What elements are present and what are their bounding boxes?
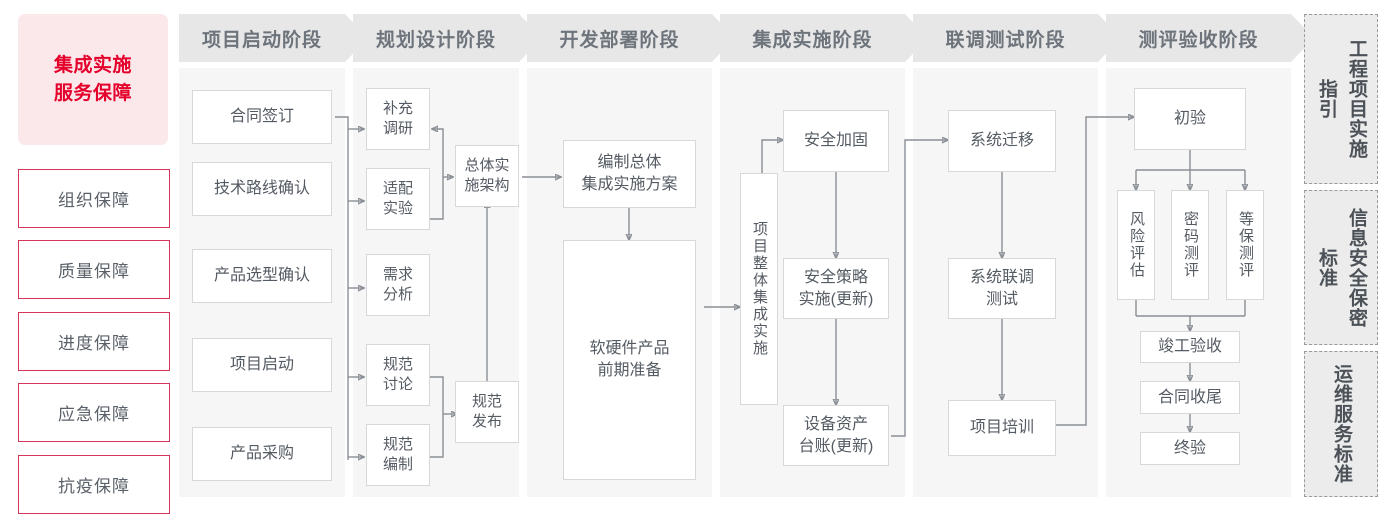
node-risk-assessment[interactable]: 风险评估 [1117, 190, 1155, 300]
node-security-policy-implementation[interactable]: 安全策略 实施(更新) [783, 258, 889, 319]
node-requirements-analysis[interactable]: 需求 分析 [366, 254, 430, 316]
standard-label: 运维服务标准 [1331, 364, 1352, 484]
node-label: 风险评估 [1128, 211, 1145, 279]
node-spec-drafting[interactable]: 规范 编制 [366, 424, 430, 486]
node-overall-implementation-architecture[interactable]: 总体实 施架构 [455, 145, 519, 207]
node-security-hardening[interactable]: 安全加固 [783, 110, 889, 172]
node-label: 产品采购 [229, 445, 294, 462]
guarantee-label: 组织保障 [58, 191, 130, 210]
node-product-procurement[interactable]: 产品采购 [192, 427, 332, 481]
node-label: 初验 [1173, 110, 1206, 127]
phase-header-4[interactable]: 集成实施阶段 [720, 14, 928, 62]
node-label: 项目启动 [229, 356, 294, 373]
node-system-migration[interactable]: 系统迁移 [948, 110, 1056, 172]
guarantee-item-epidemic[interactable]: 抗疫保障 [18, 455, 170, 514]
phase-header-label: 开发部署阶段 [559, 29, 680, 51]
node-hardware-software-preparation[interactable]: 软硬件产品 前期准备 [563, 240, 696, 480]
node-label: 补充 调研 [382, 100, 413, 137]
node-label: 需求 分析 [382, 266, 413, 303]
node-contract-signing[interactable]: 合同签订 [192, 90, 332, 144]
node-product-selection-confirm[interactable]: 产品选型确认 [192, 249, 332, 303]
node-label: 系统联调 测试 [969, 268, 1034, 308]
node-label: 等保测评 [1237, 211, 1254, 279]
main-title-line2: 服务保障 [53, 82, 132, 104]
guarantee-item-organization[interactable]: 组织保障 [18, 169, 170, 228]
node-equipment-asset-ledger[interactable]: 设备资产 台账(更新) [783, 405, 889, 466]
node-label: 安全加固 [803, 132, 868, 149]
node-overall-project-integration[interactable]: 项目整体集成实施 [740, 173, 778, 405]
node-label: 项目培训 [969, 419, 1034, 436]
node-label: 技术路线确认 [213, 180, 310, 197]
node-completion-acceptance[interactable]: 竣工验收 [1140, 331, 1240, 363]
phase-header-3[interactable]: 开发部署阶段 [527, 14, 735, 62]
node-label: 适配 实验 [382, 180, 413, 217]
node-preliminary-acceptance[interactable]: 初验 [1134, 88, 1246, 150]
node-label: 总体实 施架构 [464, 157, 510, 194]
guarantee-item-schedule[interactable]: 进度保障 [18, 312, 170, 371]
node-label: 设备资产 台账(更新) [798, 415, 874, 455]
node-system-joint-debug-test[interactable]: 系统联调 测试 [948, 258, 1056, 319]
node-label: 安全策略 实施(更新) [798, 268, 874, 308]
node-label: 规范 讨论 [382, 356, 413, 393]
node-spec-discussion[interactable]: 规范 讨论 [366, 344, 430, 406]
phase-header-5[interactable]: 联调测试阶段 [913, 14, 1121, 62]
guarantee-column: 集成实施 服务保障 组织保障 质量保障 进度保障 应急保障 抗疫保障 [18, 14, 170, 514]
guarantee-label: 抗疫保障 [58, 477, 130, 496]
node-label: 项目整体集成实施 [751, 221, 768, 357]
phase-header-label: 联调测试阶段 [945, 29, 1066, 51]
node-contract-closeout[interactable]: 合同收尾 [1140, 381, 1240, 414]
guarantee-item-quality[interactable]: 质量保障 [18, 240, 170, 299]
standard-panel-engineering-guide[interactable]: 工程项目实施指引 [1304, 14, 1378, 184]
guarantee-label: 质量保障 [58, 262, 130, 281]
node-adaptation-experiment[interactable]: 适配 实验 [366, 168, 430, 230]
node-label: 规范 编制 [382, 436, 413, 473]
guarantee-label: 进度保障 [58, 334, 130, 353]
guarantee-label: 应急保障 [58, 405, 130, 424]
node-spec-release[interactable]: 规范 发布 [455, 381, 519, 443]
node-label: 终验 [1173, 439, 1206, 457]
chevron-right-icon [1291, 14, 1314, 62]
node-label: 软硬件产品 前期准备 [589, 340, 670, 379]
standard-panel-om-service[interactable]: 运维服务标准 [1304, 351, 1378, 497]
phase-header-6[interactable]: 测评验收阶段 [1106, 14, 1314, 62]
node-label: 系统迁移 [969, 132, 1034, 149]
node-label: 合同签订 [229, 108, 294, 125]
node-label: 密码测评 [1182, 211, 1199, 279]
node-cryptography-evaluation[interactable]: 密码测评 [1171, 190, 1209, 300]
node-tech-route-confirm[interactable]: 技术路线确认 [192, 162, 332, 216]
phase-header-label: 项目启动阶段 [201, 29, 322, 51]
node-supplementary-research[interactable]: 补充 调研 [366, 88, 430, 150]
node-label: 规范 发布 [471, 393, 502, 430]
node-draft-overall-integration-plan[interactable]: 编制总体 集成实施方案 [563, 140, 696, 208]
standard-label: 工程项目实施指引 [1316, 39, 1367, 159]
node-final-acceptance[interactable]: 终验 [1140, 432, 1240, 465]
phase-header-label: 集成实施阶段 [752, 29, 873, 51]
main-title-text: 集成实施 服务保障 [54, 52, 132, 108]
phase-header-2[interactable]: 规划设计阶段 [353, 14, 542, 62]
standard-label: 信息安全保密标准 [1316, 207, 1367, 328]
phase-header-label: 测评验收阶段 [1138, 29, 1259, 51]
node-label: 竣工验收 [1157, 338, 1222, 355]
guarantee-item-emergency[interactable]: 应急保障 [18, 383, 170, 442]
main-title-line1: 集成实施 [53, 54, 132, 76]
node-label: 合同收尾 [1157, 388, 1222, 406]
node-classified-protection-evaluation[interactable]: 等保测评 [1226, 190, 1264, 300]
node-label: 产品选型确认 [213, 267, 310, 284]
node-project-training[interactable]: 项目培训 [948, 400, 1056, 456]
phase-header-label: 规划设计阶段 [375, 29, 496, 51]
node-label: 编制总体 集成实施方案 [581, 154, 678, 193]
node-project-kickoff[interactable]: 项目启动 [192, 338, 332, 392]
main-title-card: 集成实施 服务保障 [18, 14, 168, 145]
phase-header-1[interactable]: 项目启动阶段 [179, 14, 368, 62]
standard-panel-security-confidentiality[interactable]: 信息安全保密标准 [1304, 190, 1378, 345]
